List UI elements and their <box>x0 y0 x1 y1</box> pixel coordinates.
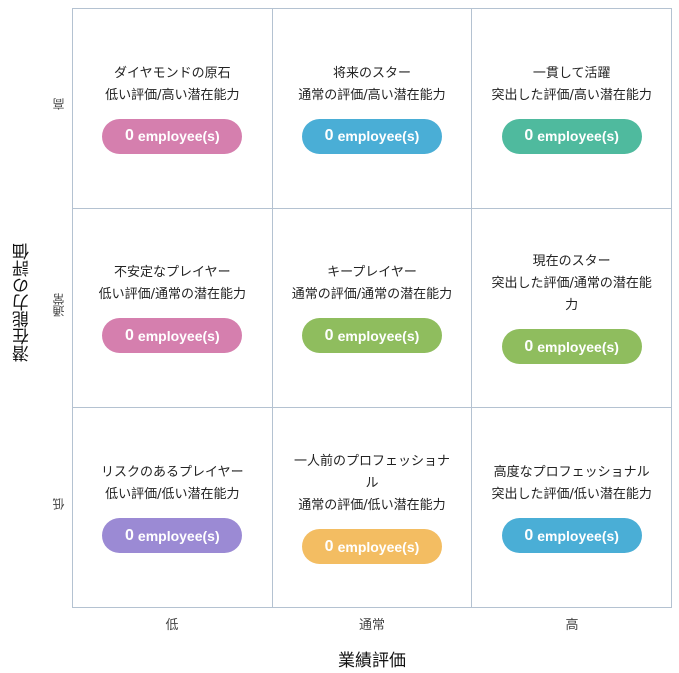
x-tick-mid: 通常 <box>358 618 385 633</box>
employee-count-button[interactable]: 0 employee(s) <box>501 329 642 365</box>
box-description: 低い評価/低い潜在能力 <box>105 487 240 503</box>
box-description: 突出した評価/低い潜在能力 <box>491 487 652 503</box>
box-r1c1: ダイヤモンドの原石 低い評価/高い潜在能力 0 employee(s) <box>73 9 273 209</box>
box-title: 高度なプロフェッショナル <box>493 465 650 481</box>
y-tick-low: 低 <box>52 498 66 510</box>
employee-count: 0 <box>324 127 334 145</box>
employee-unit: employee(s) <box>337 128 420 145</box>
employee-count: 0 <box>524 337 534 355</box>
employee-unit: employee(s) <box>537 338 619 355</box>
employee-count-button[interactable]: 0 employee(s) <box>501 118 642 154</box>
y-tick-mid: 通常 <box>52 293 66 317</box>
box-title: 一人前のプロフェッショナル <box>293 454 450 492</box>
employee-count-button[interactable]: 0 employee(s) <box>301 318 442 354</box>
employee-count-button[interactable]: 0 employee(s) <box>501 518 642 554</box>
box-r3c2: 一人前のプロフェッショナル 通常の評価/低い潜在能力 0 employee(s) <box>272 408 473 608</box>
box-description: 通常の評価/高い潜在能力 <box>298 87 446 103</box>
box-r1c3: 一貫して活躍 突出した評価/高い潜在能力 0 employee(s) <box>472 9 672 209</box>
box-description: 低い評価/通常の潜在能力 <box>98 287 247 303</box>
employee-count: 0 <box>524 526 534 544</box>
employee-count: 0 <box>125 326 134 344</box>
employee-count: 0 <box>524 127 534 145</box>
x-tick-high: 高 <box>565 618 579 633</box>
box-title: キープレイヤー <box>327 265 417 281</box>
employee-count: 0 <box>324 537 334 555</box>
box-description: 通常の評価/低い潜在能力 <box>298 498 446 514</box>
y-axis-title: 潜在能力の評価 <box>13 243 33 362</box>
employee-unit: employee(s) <box>137 527 220 544</box>
box-title: 将来のスター <box>332 65 411 81</box>
nine-box-grid: ダイヤモンドの原石 低い評価/高い潜在能力 0 employee(s) 将来のス… <box>72 8 672 608</box>
box-r3c1: リスクのあるプレイヤー 低い評価/低い潜在能力 0 employee(s) <box>73 408 273 608</box>
x-tick-low: 低 <box>165 618 179 633</box>
employee-count-button[interactable]: 0 employee(s) <box>102 118 243 154</box>
employee-unit: employee(s) <box>337 327 420 344</box>
employee-unit: employee(s) <box>337 538 420 555</box>
employee-count-button[interactable]: 0 employee(s) <box>102 318 243 354</box>
x-axis-title: 業績評価 <box>338 651 406 671</box>
box-r2c2: キープレイヤー 通常の評価/通常の潜在能力 0 employee(s) <box>272 208 473 409</box>
employee-count: 0 <box>125 127 134 145</box>
box-r2c1: 不安定なプレイヤー 低い評価/通常の潜在能力 0 employee(s) <box>73 208 273 409</box>
box-description: 低い評価/高い潜在能力 <box>105 87 240 103</box>
employee-count-button[interactable]: 0 employee(s) <box>102 518 243 554</box>
box-description: 突出した評価/通常の潜在能力 <box>491 276 652 314</box>
box-title: 不安定なプレイヤー <box>114 265 231 281</box>
employee-unit: employee(s) <box>537 527 619 544</box>
employee-unit: employee(s) <box>537 128 619 145</box>
box-title: ダイヤモンドの原石 <box>114 65 231 81</box>
box-description: 突出した評価/高い潜在能力 <box>491 87 652 103</box>
employee-count-button[interactable]: 0 employee(s) <box>301 118 442 154</box>
box-description: 通常の評価/通常の潜在能力 <box>291 287 453 303</box>
y-tick-high: 高 <box>52 98 66 110</box>
employee-count: 0 <box>324 326 334 344</box>
box-r1c2: 将来のスター 通常の評価/高い潜在能力 0 employee(s) <box>272 9 473 209</box>
box-title: 現在のスター <box>532 254 611 270</box>
employee-count: 0 <box>125 526 134 544</box>
employee-unit: employee(s) <box>137 327 220 344</box>
box-r2c3: 現在のスター 突出した評価/通常の潜在能力 0 employee(s) <box>472 208 672 409</box>
employee-unit: employee(s) <box>137 128 220 145</box>
box-r3c3: 高度なプロフェッショナル 突出した評価/低い潜在能力 0 employee(s) <box>472 408 672 608</box>
employee-count-button[interactable]: 0 employee(s) <box>301 529 442 565</box>
box-title: 一貫して活躍 <box>532 65 611 81</box>
box-title: リスクのあるプレイヤー <box>101 465 244 481</box>
